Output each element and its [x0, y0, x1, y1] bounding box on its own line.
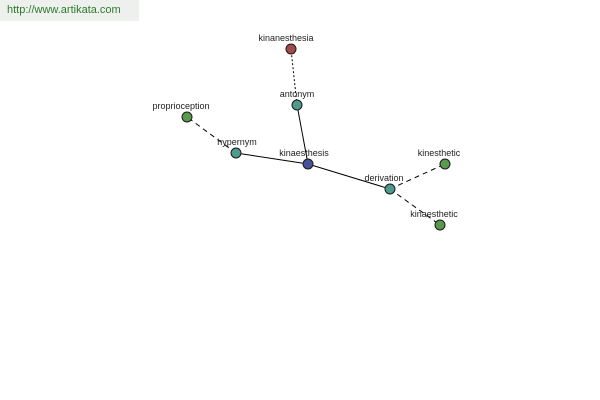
edge-kinaesthesis-antonym	[296, 104, 309, 165]
node-antonym[interactable]	[291, 99, 303, 111]
nodes-layer	[181, 43, 451, 231]
node-label-proprioception: proprioception	[152, 101, 209, 111]
edge-derivation-kinaesthetic	[389, 188, 441, 226]
edge-kinaesthesis-hypernym	[235, 152, 309, 165]
node-label-kinesthetic: kinesthetic	[418, 148, 461, 158]
edge-derivation-kinesthetic	[389, 163, 446, 190]
node-label-kinaesthesis: kinaesthesis	[279, 148, 329, 158]
node-label-antonym: antonym	[280, 89, 315, 99]
node-kinaesthetic[interactable]	[434, 219, 446, 231]
watermark-url: http://www.artikata.com	[7, 4, 121, 16]
node-kinesthetic[interactable]	[439, 158, 451, 170]
node-derivation[interactable]	[384, 183, 396, 195]
node-label-hypernym: hypernym	[217, 137, 257, 147]
edge-kinaesthesis-derivation	[307, 163, 391, 190]
node-kinaesthesis[interactable]	[302, 158, 314, 170]
node-proprioception[interactable]	[181, 111, 193, 123]
labels-layer: kinaesthesis antonym hypernym derivation kin…	[152, 33, 460, 219]
node-label-kinanesthesia: kinanesthesia	[258, 33, 313, 43]
node-label-kinaesthetic: kinaesthetic	[410, 209, 458, 219]
node-label-derivation: derivation	[364, 173, 403, 183]
edge-antonym-kinanesthesia	[290, 48, 298, 106]
node-hypernym[interactable]	[230, 147, 242, 159]
edge-hypernym-proprioception	[186, 116, 237, 154]
node-kinanesthesia[interactable]	[285, 43, 297, 55]
site-watermark: http://www.artikata.com	[0, 0, 139, 21]
edges-layer	[186, 48, 446, 226]
